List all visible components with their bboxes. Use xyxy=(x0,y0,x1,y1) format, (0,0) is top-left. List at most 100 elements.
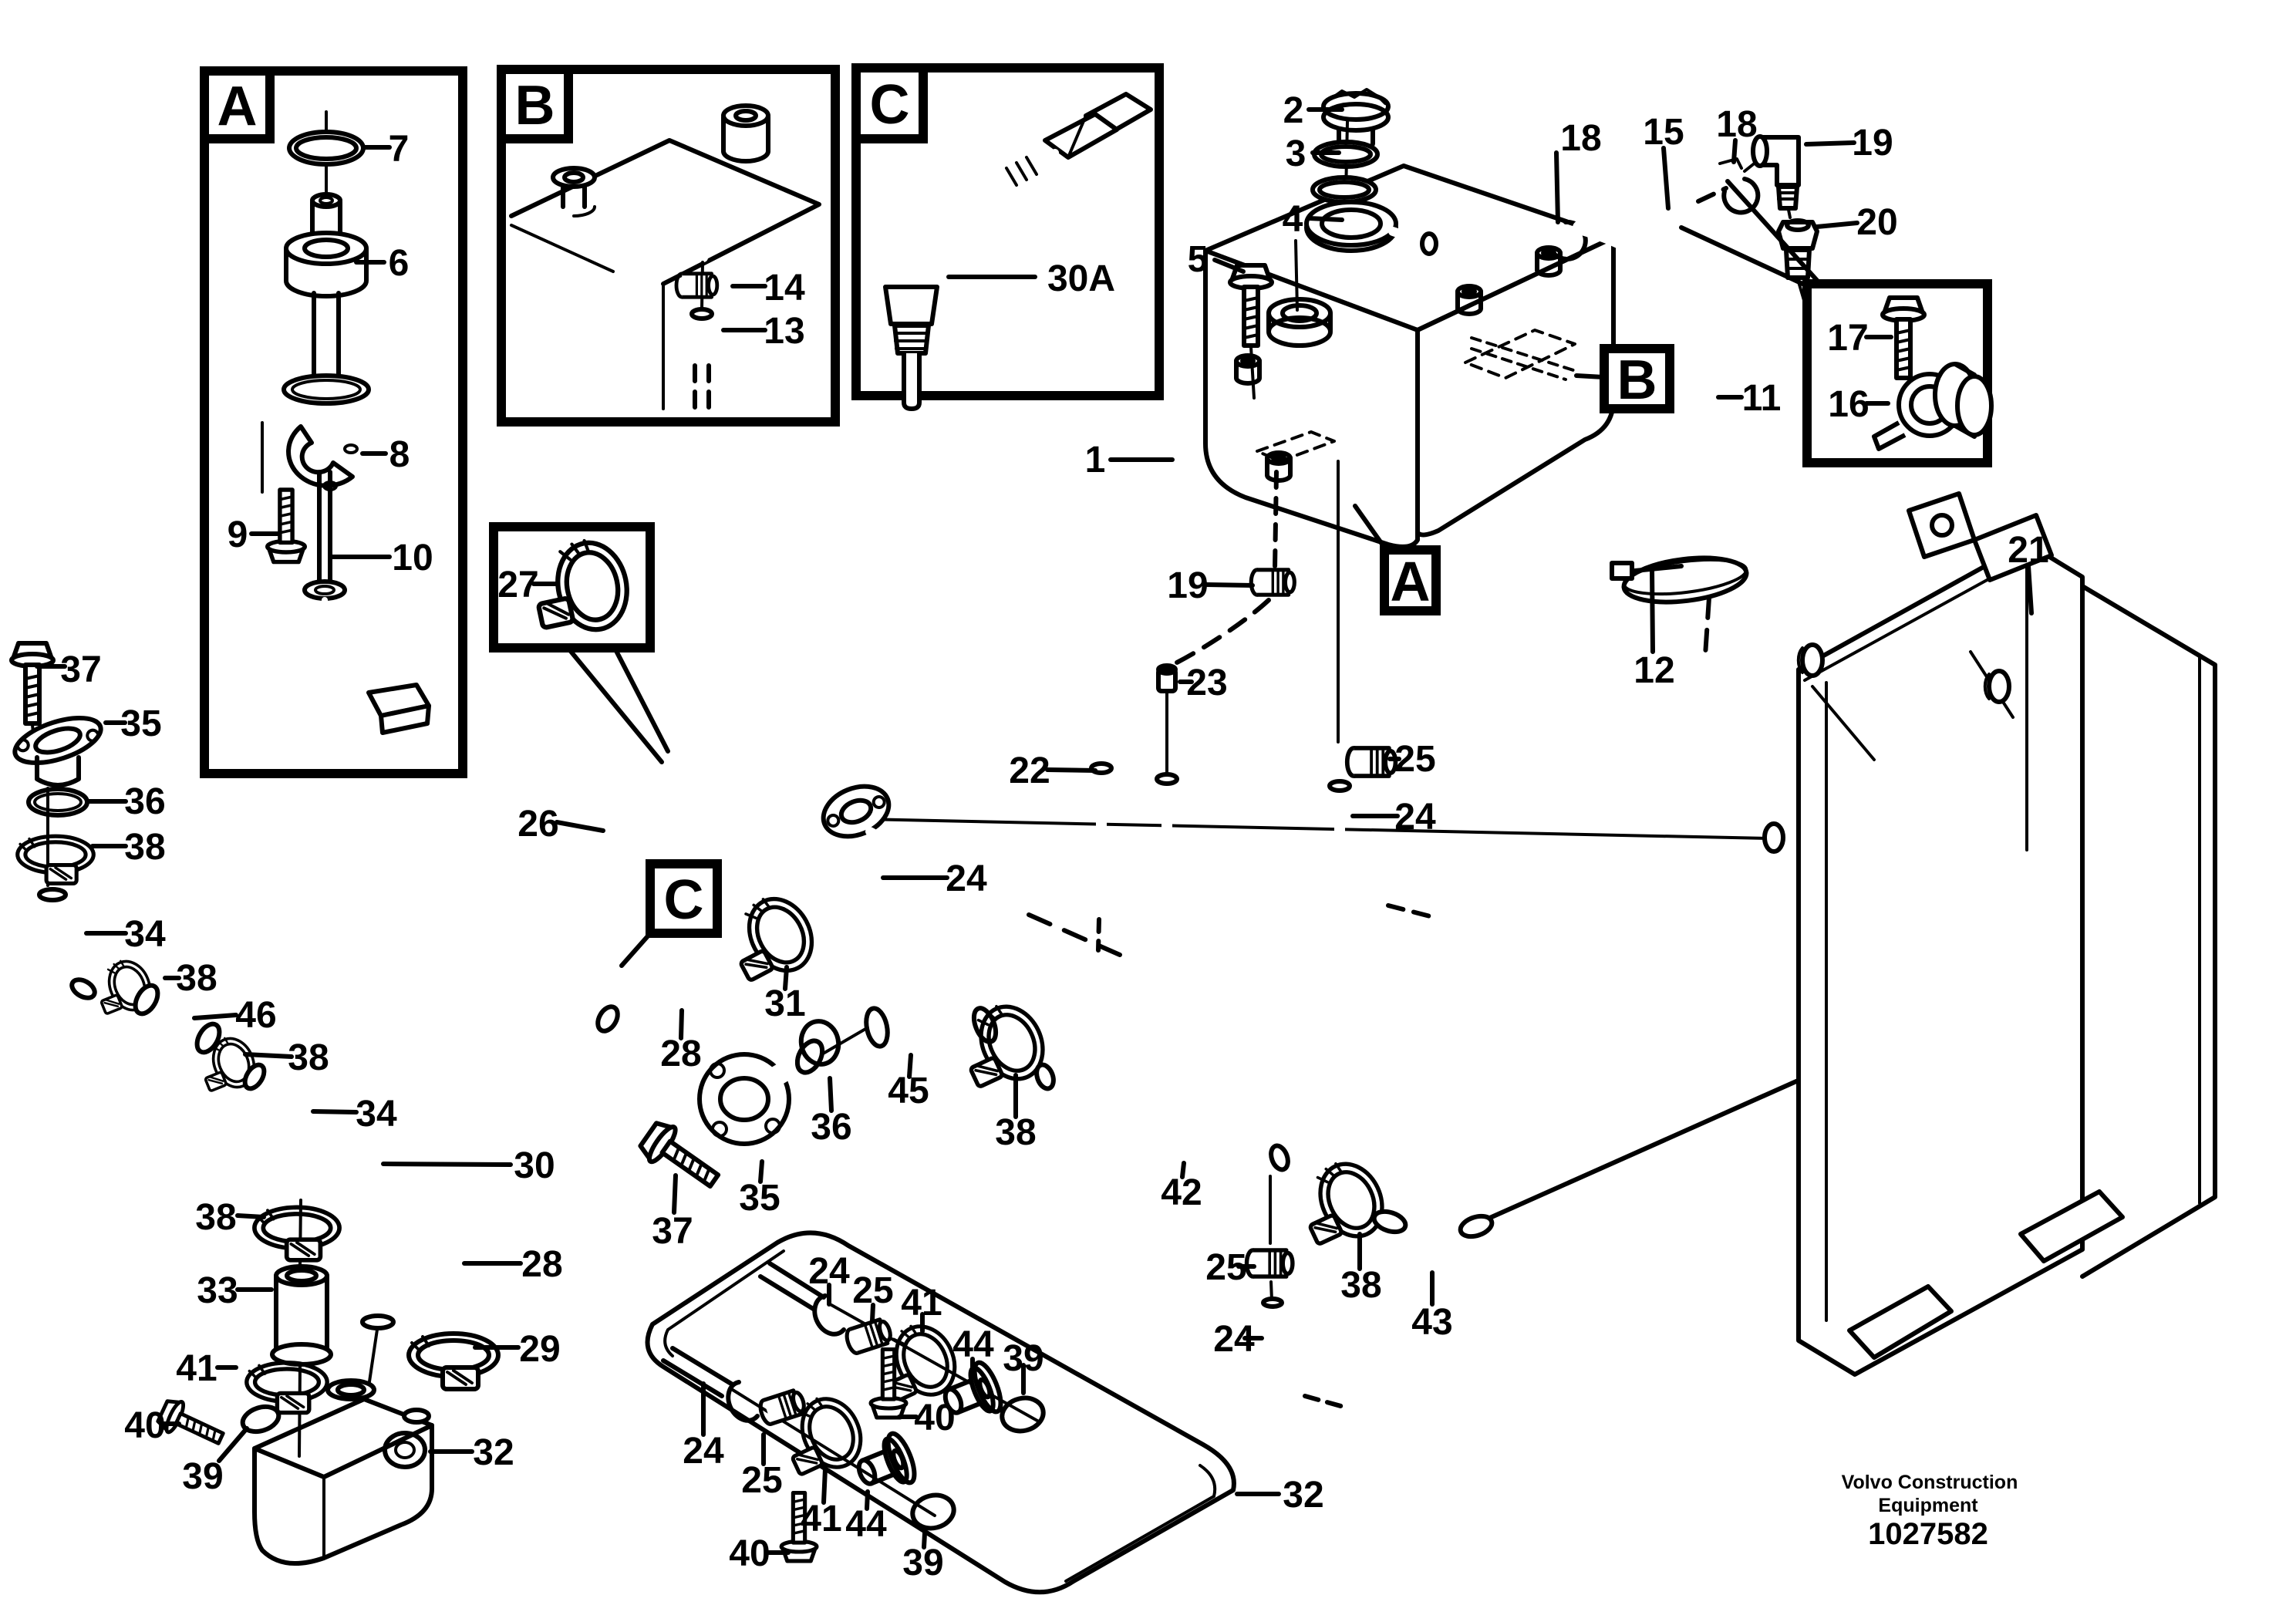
detail-box-a xyxy=(200,66,467,778)
part-label-2-10: 2 xyxy=(1283,90,1304,131)
part-label-36-38: 36 xyxy=(124,781,165,822)
part-label-15-16: 15 xyxy=(1643,112,1684,153)
part-label-37-36: 37 xyxy=(60,649,101,690)
part-label-8-2: 8 xyxy=(389,434,410,475)
footer: Volvo Construction Equipment 1027582 xyxy=(1842,1472,2018,1551)
overflow-fittings xyxy=(1548,134,1994,467)
part-label-32-73: 32 xyxy=(1283,1475,1323,1516)
part-label-25-57: 25 xyxy=(852,1270,893,1311)
overflow-hose-11 xyxy=(1573,221,1749,658)
part-label-5-13: 5 xyxy=(1188,239,1209,280)
part-label-24-62: 24 xyxy=(683,1431,724,1472)
document-number: 1027582 xyxy=(1868,1517,1988,1551)
part-label-42-68: 42 xyxy=(1161,1172,1202,1213)
connector-lines xyxy=(861,818,1805,1222)
part-label-30A-7: 30A xyxy=(1047,258,1115,299)
part-label-38-39: 38 xyxy=(124,827,165,868)
part-label-17-20: 17 xyxy=(1827,318,1868,359)
detail-box-letter-C: C xyxy=(870,74,910,136)
part-label-28-46: 28 xyxy=(521,1244,562,1285)
part-label-38-35: 38 xyxy=(995,1112,1036,1153)
part-label-12-23: 12 xyxy=(1633,650,1674,691)
part-label-20-19: 20 xyxy=(1856,202,1897,243)
part-label-40-61: 40 xyxy=(914,1398,955,1438)
part-label-41-50: 41 xyxy=(176,1348,217,1389)
part-label-25-28: 25 xyxy=(1394,739,1435,780)
part-label-24-29: 24 xyxy=(1394,797,1436,838)
part-label-9-3: 9 xyxy=(228,514,248,555)
part-label-36-34: 36 xyxy=(811,1107,851,1148)
part-label-41-58: 41 xyxy=(901,1283,942,1324)
part-label-24-72: 24 xyxy=(1213,1319,1255,1360)
part-label-41-64: 41 xyxy=(801,1499,841,1539)
part-label-14-5: 14 xyxy=(764,268,805,309)
detail-box-letter-A: A xyxy=(217,76,258,137)
part-label-46-42: 46 xyxy=(235,995,276,1036)
part-label-4-12: 4 xyxy=(1283,199,1303,240)
thermostat-line xyxy=(636,983,1495,1409)
part-label-26-9: 26 xyxy=(518,804,558,845)
part-label-44-59: 44 xyxy=(952,1324,994,1365)
cooler-feed xyxy=(252,991,498,1566)
part-label-21-24: 21 xyxy=(2008,530,2048,571)
part-label-29-49: 29 xyxy=(519,1329,560,1370)
part-label-32-53: 32 xyxy=(473,1432,514,1473)
part-label-34-40: 34 xyxy=(124,914,166,955)
brand-line-1: Volvo Construction xyxy=(1842,1472,2018,1493)
sleeve-28a xyxy=(595,858,961,1034)
detail-box-letter-B: B xyxy=(515,75,555,137)
part-label-39-60: 39 xyxy=(1003,1338,1043,1379)
part-label-27-8: 27 xyxy=(497,565,538,605)
vent-hoses xyxy=(1089,460,1438,953)
part-label-28-32: 28 xyxy=(660,1034,701,1074)
part-label-18-17: 18 xyxy=(1716,104,1757,145)
part-label-43-71: 43 xyxy=(1411,1302,1452,1343)
part-label-24-56: 24 xyxy=(808,1251,850,1292)
letter-tag-B: B xyxy=(1617,349,1657,411)
part-label-10-4: 10 xyxy=(392,538,433,578)
letter-tag-C: C xyxy=(664,869,704,931)
radiator xyxy=(1762,491,2217,1377)
left-column xyxy=(9,643,339,1458)
part-label-37-54: 37 xyxy=(652,1211,693,1252)
part-label-44-65: 44 xyxy=(845,1504,887,1545)
letter-tags xyxy=(646,344,1674,938)
part-label-38-43: 38 xyxy=(288,1037,329,1078)
part-label-38-70: 38 xyxy=(1340,1265,1381,1306)
part-label-18-15: 18 xyxy=(1560,118,1601,159)
part-label-31-31: 31 xyxy=(764,983,805,1024)
part-label-40-66: 40 xyxy=(729,1533,770,1574)
part-label-13-6: 13 xyxy=(764,311,804,352)
part-label-7-0: 7 xyxy=(389,129,410,170)
part-label-39-67: 39 xyxy=(902,1543,943,1583)
detail-box-b xyxy=(497,65,840,427)
part-label-11-22: 11 xyxy=(1742,378,1782,419)
part-label-35-55: 35 xyxy=(739,1178,780,1219)
part-label-38-41: 38 xyxy=(176,958,217,999)
part-label-30-45: 30 xyxy=(514,1145,555,1186)
part-label-23-26: 23 xyxy=(1186,663,1227,703)
part-label-38-47: 38 xyxy=(195,1197,236,1238)
part-label-39-52: 39 xyxy=(182,1456,223,1497)
part-label-19-18: 19 xyxy=(1852,123,1893,164)
part-label-45-33: 45 xyxy=(888,1071,929,1111)
part-label-3-11: 3 xyxy=(1286,133,1306,174)
part-label-35-37: 35 xyxy=(120,703,161,744)
part-label-22-27: 22 xyxy=(1009,750,1050,791)
brand-line-2: Equipment xyxy=(1878,1495,1978,1516)
part-label-6-1: 6 xyxy=(389,243,410,284)
letter-tag-A: A xyxy=(1391,551,1431,613)
leader-lines xyxy=(35,107,1893,1555)
part-label-24-30: 24 xyxy=(946,858,987,899)
part-label-16-21: 16 xyxy=(1828,384,1869,425)
pipe-26 xyxy=(497,747,1266,1088)
part-label-25-63: 25 xyxy=(741,1460,782,1501)
cooler-32b xyxy=(645,1230,1236,1595)
part-label-40-51: 40 xyxy=(124,1405,165,1446)
detail-box-c xyxy=(851,63,1164,411)
part-label-1-14: 1 xyxy=(1085,440,1106,481)
detail-box-27 xyxy=(489,522,670,764)
